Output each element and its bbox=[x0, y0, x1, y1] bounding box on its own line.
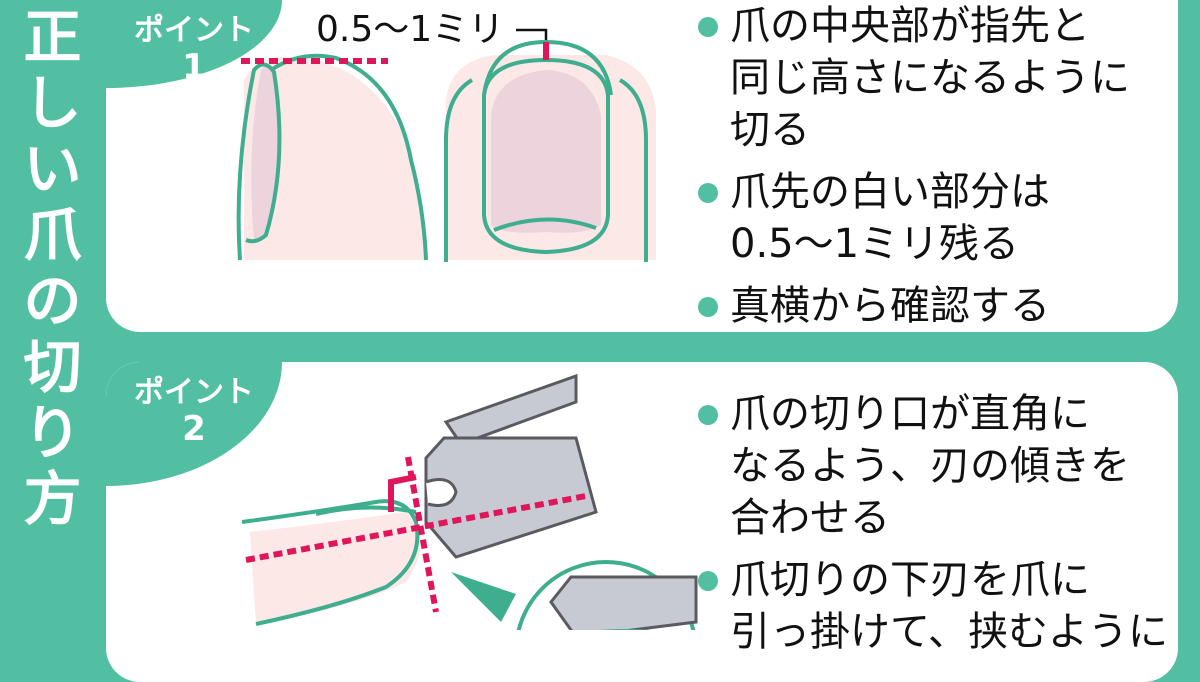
point2-bullets: 爪の切り口が直角に なるよう、刃の傾きを 合わせる 爪切りの下刃を爪に 引っ掛け… bbox=[698, 388, 1168, 668]
title-char: し bbox=[23, 69, 82, 137]
title-char: 方 bbox=[23, 465, 82, 533]
bullet-text: 爪の中央部が指先と 同じ高さになるように 切る bbox=[730, 3, 1130, 153]
badge-number: 1 bbox=[182, 47, 206, 87]
title-char: 爪 bbox=[23, 201, 82, 269]
bullet-item: 真横から確認する bbox=[698, 280, 1130, 332]
bullet-dot-icon bbox=[698, 183, 718, 203]
clipper-illustration bbox=[241, 373, 698, 630]
bullet-text: 真横から確認する bbox=[730, 283, 1050, 329]
point1-panel: ポイント 1 0.5〜1ミリ 爪の中央部が指先と 同じ高さになるように 切る bbox=[106, 0, 1178, 332]
measurement-callout: 0.5〜1ミリ bbox=[316, 0, 504, 52]
bullet-text: 爪の切り口が直角に なるよう、刃の傾きを 合わせる bbox=[730, 391, 1130, 541]
point1-bullets: 爪の中央部が指先と 同じ高さになるように 切る 爪先の白い部分は 0.5〜1ミリ… bbox=[698, 0, 1130, 332]
point2-panel: ポイント 2 爪の切り口が直角に なるよう、刃の傾きを 合わせる 爪切りの下刃を… bbox=[106, 362, 1178, 682]
badge-number: 2 bbox=[182, 409, 206, 449]
fingertip-illustration bbox=[236, 28, 656, 262]
title-char: 切 bbox=[23, 333, 82, 401]
bullet-dot-icon bbox=[698, 405, 718, 425]
title-char: い bbox=[23, 135, 82, 203]
point2-badge: ポイント 2 bbox=[106, 362, 282, 486]
callout-text: 0.5〜1ミリ bbox=[316, 9, 505, 50]
badge-label: ポイント bbox=[134, 13, 254, 48]
point1-badge: ポイント 1 bbox=[106, 0, 282, 88]
bullet-item: 爪の中央部が指先と 同じ高さになるように 切る bbox=[698, 0, 1130, 156]
bullet-item: 爪の切り口が直角に なるよう、刃の傾きを 合わせる bbox=[698, 388, 1168, 544]
bullet-item: 爪切りの下刃を爪に 引っ掛けて、挟むように bbox=[698, 554, 1168, 658]
bullet-dot-icon bbox=[698, 571, 718, 591]
bullet-text: 爪先の白い部分は 0.5〜1ミリ残る bbox=[730, 169, 1050, 267]
title-char: り bbox=[23, 399, 82, 467]
badge-label: ポイント bbox=[134, 375, 254, 410]
bullet-dot-icon bbox=[698, 17, 718, 37]
title-char: 正 bbox=[23, 3, 82, 71]
bullet-item: 爪先の白い部分は 0.5〜1ミリ残る bbox=[698, 166, 1130, 270]
title-char: の bbox=[23, 267, 82, 335]
bullet-text: 爪切りの下刃を爪に 引っ掛けて、挟むように bbox=[730, 557, 1168, 655]
bullet-dot-icon bbox=[698, 297, 718, 317]
vertical-title: 正 し い 爪 の 切 り 方 bbox=[0, 0, 105, 630]
